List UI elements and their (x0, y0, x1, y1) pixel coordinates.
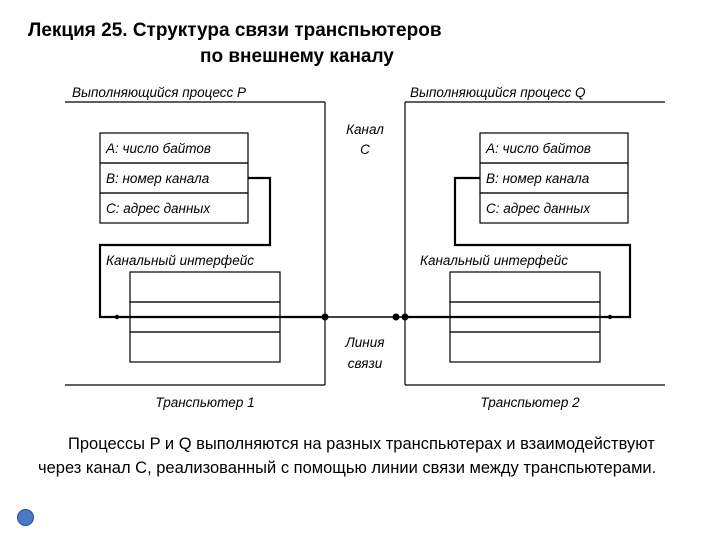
process-p-label: Выполняющийся процесс P (72, 85, 246, 100)
channel-label-line-2: C (360, 142, 370, 157)
left-register-b-label: B: номер канала (106, 171, 210, 186)
right-buffer-row (449, 271, 601, 303)
slide-title-line-2: по внешнему каналу (200, 46, 394, 67)
link-node-icon (392, 313, 400, 321)
right-register-b-label: B: номер канала (486, 171, 590, 186)
left-interface-label: Канальный интерфейс (106, 253, 254, 268)
right-register-c-label: C: адрес данных (486, 201, 591, 216)
left-buffer-row (129, 271, 281, 303)
channel-label-line-1: Канал (346, 122, 384, 137)
slide-caption: Процессы P и Q выполняются на разных тра… (38, 432, 698, 480)
right-buffer-row (449, 331, 601, 363)
link-node-icon (607, 314, 613, 320)
left-buffer-row (129, 331, 281, 363)
left-register-a-label: A: число байтов (105, 141, 211, 156)
right-register-c (479, 192, 629, 224)
link-label-line-2: связи (348, 356, 383, 371)
left-register-c-label: C: адрес данных (106, 201, 211, 216)
link-label-line-1: Линия (345, 335, 385, 350)
transputer-1-label: Транспьютер 1 (155, 395, 254, 410)
right-interface-connector (453, 176, 632, 319)
link-node-icon (401, 313, 409, 321)
transputer-2-label: Транспьютер 2 (480, 395, 580, 410)
process-q-label: Выполняющийся процесс Q (410, 85, 586, 100)
left-register-c (99, 192, 249, 224)
link-node-icon (114, 314, 120, 320)
right-interface-label: Канальный интерфейс (420, 253, 568, 268)
slide-title-line-1: Лекция 25. Структура связи транспьютеров (28, 20, 442, 41)
right-register-a-label: A: число байтов (485, 141, 591, 156)
slide-nav-dot-icon[interactable] (17, 509, 34, 526)
left-interface-connector (98, 176, 272, 319)
caption-text: Процессы P и Q выполняются на разных тра… (38, 435, 657, 477)
link-node-icon (321, 313, 329, 321)
